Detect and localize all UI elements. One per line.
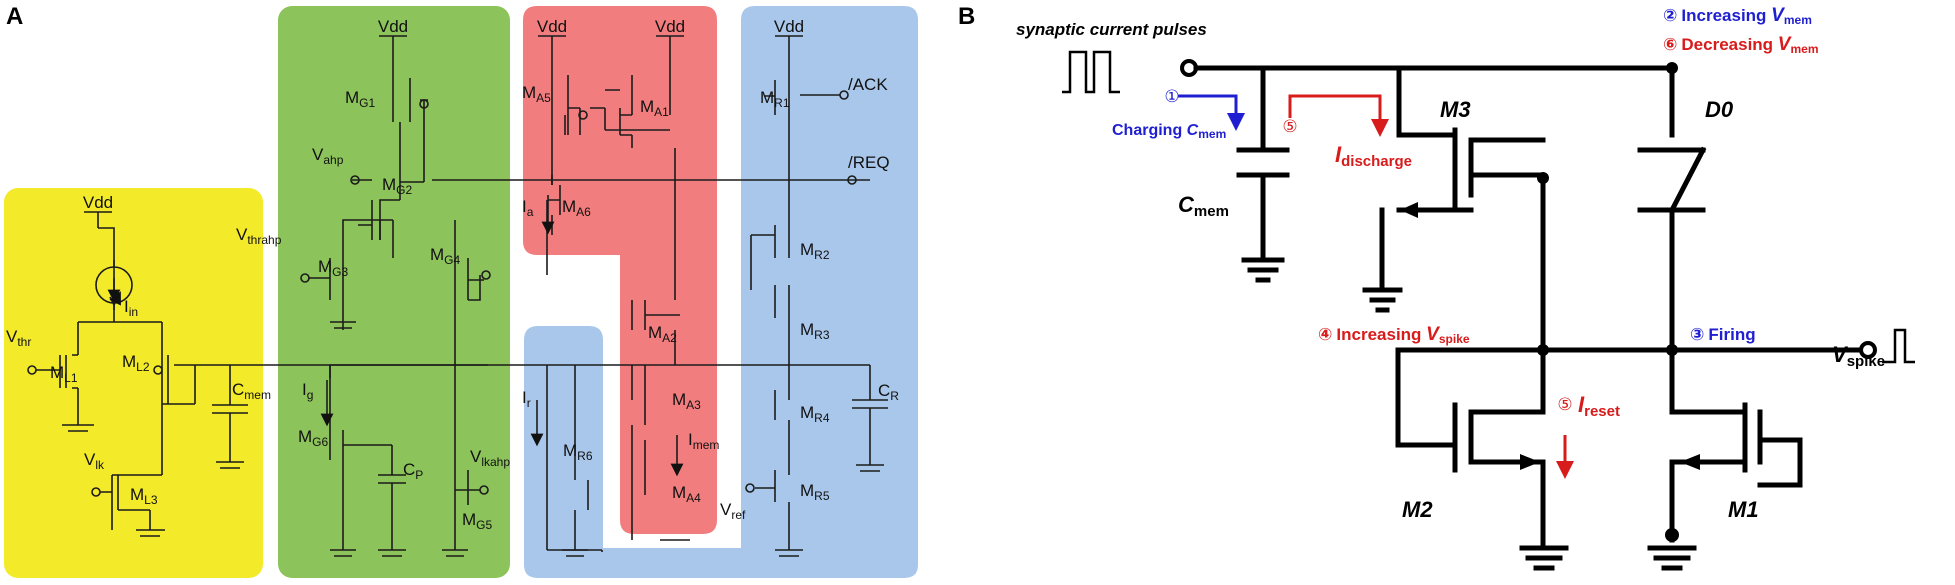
vlk-label: Vlk: [84, 450, 105, 472]
mg3-label: MG3: [318, 257, 349, 279]
panel-b-letter: B: [958, 3, 975, 30]
iin-label: Iin: [124, 297, 138, 319]
ack-label: /ACK: [848, 75, 888, 94]
charging-annotation: ① Charging Cmem: [1112, 87, 1245, 141]
ma2-label: MA2: [648, 323, 677, 345]
vdd-label: Vdd: [378, 17, 408, 36]
mr1-label: MR1: [760, 88, 790, 110]
svg-text:⑤: ⑤: [1282, 117, 1297, 136]
vdd-label: Vdd: [537, 17, 567, 36]
panel-a-letter: A: [6, 3, 23, 30]
vdd-label: Vdd: [83, 193, 113, 212]
ma3-label: MA3: [672, 390, 701, 412]
m3-label: M3: [1440, 97, 1471, 122]
vahp-label: Vahp: [312, 145, 344, 167]
d0-label: D0: [1705, 97, 1734, 122]
m1-label: M1: [1728, 497, 1759, 522]
vref-label: Vref: [720, 500, 746, 522]
cr-label: CR: [878, 381, 899, 403]
imem-label: Imem: [688, 430, 719, 452]
svg-text:Charging Cmem: Charging Cmem: [1112, 122, 1226, 141]
mg5-label: MG5: [462, 510, 493, 532]
input-label: synaptic current pulses: [1016, 20, 1207, 39]
ma4-label: MA4: [672, 483, 701, 505]
idischarge-annotation: ⑤ Idischarge: [1282, 94, 1412, 170]
svg-text:Idischarge: Idischarge: [1335, 142, 1412, 170]
mr6-label: MR6: [563, 441, 593, 463]
blue-region-upper: [524, 6, 918, 578]
mg2-label: MG2: [382, 175, 413, 197]
cmem-label: Cmem: [232, 380, 271, 402]
ireset-annotation: ⑤ Ireset: [1556, 392, 1620, 479]
panel-a-labels: Iin Vthr ML1 ML2 Vlk ML3 Cmem MG1 Vahp M…: [6, 83, 899, 532]
mr4-label: MR4: [800, 403, 830, 425]
m1-source-arrow: [1680, 454, 1700, 470]
mr3-label: MR3: [800, 320, 830, 342]
ma1-label: MA1: [640, 97, 669, 119]
yellow-region: [4, 188, 263, 578]
vthrahp-label: Vthrahp: [236, 225, 282, 247]
vdd-label: Vdd: [655, 17, 685, 36]
red-circuit: [432, 75, 870, 552]
mr2-label: MR2: [800, 240, 830, 262]
red-region: [523, 6, 717, 534]
ma5-label: MA5: [522, 83, 551, 105]
mr5-label: MR5: [800, 481, 830, 503]
svg-text:⑤: ⑤: [1557, 395, 1572, 414]
ig-label: Ig: [302, 380, 313, 402]
panel-b-wiring: [1180, 59, 1915, 571]
ia-label: Ia: [522, 197, 534, 219]
vspike-label: Vspike: [1832, 342, 1885, 370]
m2-source-arrow: [1520, 454, 1540, 470]
panel-a: A Vdd Vdd Vdd Vdd Vdd: [4, 3, 918, 578]
ir-label: Ir: [522, 388, 531, 410]
mg6-label: MG6: [298, 427, 329, 449]
vlkahp-label: Vlkahp: [470, 447, 510, 469]
ma6-label: MA6: [562, 197, 591, 219]
svg-text:①: ①: [1164, 87, 1179, 106]
blue-circuit: [230, 75, 888, 557]
m2-label: M2: [1402, 497, 1433, 522]
green-region: [278, 6, 510, 578]
ml3-label: ML3: [130, 485, 158, 507]
mg4-label: MG4: [430, 245, 461, 267]
cmem-b-label: Cmem: [1178, 192, 1229, 220]
m3-source-arrow: [1400, 202, 1418, 218]
panel-b: B synaptic current pulses: [958, 3, 1915, 571]
mg1-label: MG1: [345, 88, 376, 110]
svg-text:Ireset: Ireset: [1578, 392, 1620, 420]
cp-label: CP: [403, 460, 423, 482]
vdd-labels: Vdd Vdd Vdd Vdd Vdd: [83, 17, 804, 228]
ml1-label: ML1: [50, 363, 78, 385]
ml2-label: ML2: [122, 352, 150, 374]
vdd-label: Vdd: [774, 17, 804, 36]
req-label: /REQ: [848, 153, 890, 172]
pulse-symbol: [1062, 50, 1120, 94]
vthr-label: Vthr: [6, 327, 31, 349]
